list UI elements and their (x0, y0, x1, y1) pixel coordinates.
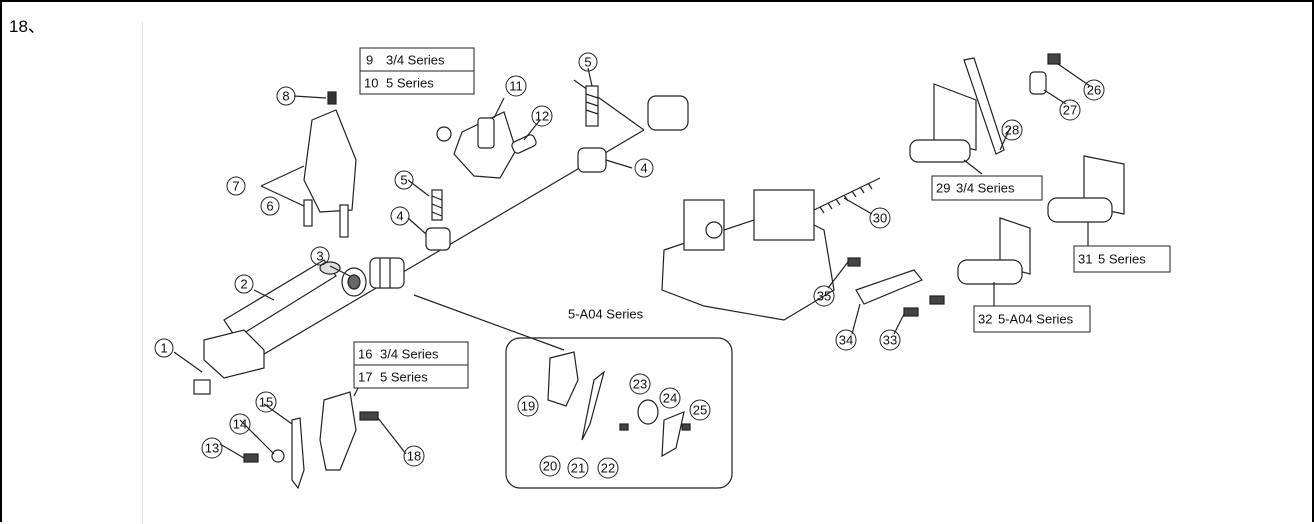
callout-number: 19 (521, 399, 535, 414)
callout-number: 7 (232, 179, 239, 194)
callout-number: 23 (633, 377, 647, 392)
callout-number: 30 (873, 211, 887, 226)
callout-number: 6 (266, 199, 273, 214)
callout-number: 5 (400, 173, 407, 188)
callout-number: 13 (205, 441, 219, 456)
row-number-label: 18、 (9, 17, 45, 36)
callout-number: 4 (396, 209, 403, 224)
series-labels: 9 3/4 Series 10 5 Series 16 3/4 Series 1… (358, 53, 1146, 385)
series-label-number: 9 (366, 53, 373, 68)
callout-number: 28 (1005, 123, 1019, 138)
callout-number: 20 (543, 459, 557, 474)
parts-diagram-svg: 1 2 3 4 4 5 5 6 7 8 11 12 13 14 15 18 19… (154, 47, 1171, 490)
series-label-text: 5 Series (380, 370, 428, 385)
series-label-number: 10 (364, 76, 378, 91)
callout-number: 1 (160, 341, 167, 356)
callout-number: 12 (535, 109, 549, 124)
callout-number: 35 (817, 289, 831, 304)
series-label-number: 31 (1078, 252, 1092, 267)
series-label-text: 5-A04 Series (998, 312, 1074, 327)
callout-number: 21 (571, 461, 585, 476)
series-label-number: 17 (358, 370, 372, 385)
callout-number: 8 (282, 89, 289, 104)
callout-circles (154, 52, 1105, 479)
callout-number: 18 (407, 449, 421, 464)
callout-labels: 1 2 3 4 4 5 5 6 7 8 11 12 13 14 15 18 19… (160, 55, 1101, 476)
series-label-text: 3/4 Series (956, 181, 1015, 196)
series-label-text: 3/4 Series (386, 53, 445, 68)
series-label-number: 32 (978, 312, 992, 327)
series-label-text: 5 Series (1098, 252, 1146, 267)
callout-number: 3 (316, 249, 323, 264)
series-label-number: 29 (936, 181, 950, 196)
cell-divider (142, 22, 143, 524)
series-label-text: 3/4 Series (380, 347, 439, 362)
callout-number: 14 (233, 417, 247, 432)
callout-number: 26 (1087, 83, 1101, 98)
callout-number: 33 (883, 333, 897, 348)
callout-number: 24 (663, 391, 677, 406)
callout-number: 34 (839, 333, 853, 348)
row-label-cell: 18、 (0, 0, 142, 524)
callout-number: 22 (601, 461, 615, 476)
callout-number: 5 (584, 55, 591, 70)
inset-caption: 5-A04 Series (568, 307, 644, 322)
series-label-text: 5 Series (386, 76, 434, 91)
callout-number: 15 (259, 395, 273, 410)
callout-number: 27 (1063, 103, 1077, 118)
series-label-number: 16 (358, 347, 372, 362)
callout-number: 4 (640, 161, 647, 176)
callout-number: 2 (240, 277, 247, 292)
exploded-parts-diagram: 1 2 3 4 4 5 5 6 7 8 11 12 13 14 15 18 19… (144, 0, 1310, 524)
callout-number: 11 (509, 79, 523, 94)
callout-number: 25 (693, 403, 707, 418)
